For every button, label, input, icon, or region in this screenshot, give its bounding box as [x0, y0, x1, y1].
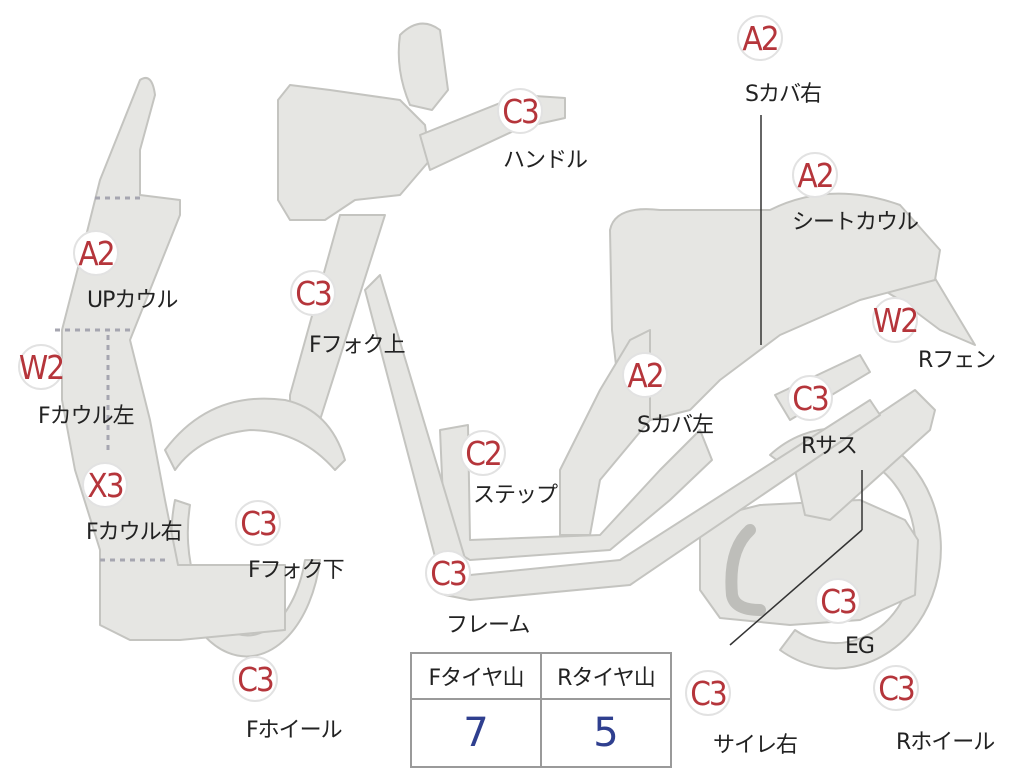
- grade-text: A2: [627, 355, 664, 395]
- front-tire-header: Fタイヤ山: [410, 652, 542, 700]
- grade-text: C3: [240, 503, 278, 543]
- grade-badge-f-cowl-right: X3: [82, 462, 128, 508]
- part-label-r-wheel: Rホイール: [896, 730, 995, 755]
- part-label-r-fender: Rフェン: [918, 348, 996, 373]
- front-fender: [164, 397, 346, 471]
- part-label-f-cowl-left: Fカウル左: [38, 404, 135, 429]
- grade-badge-handle: C3: [497, 88, 543, 134]
- grade-text: C3: [502, 91, 540, 131]
- grade-badge-r-suspension: C3: [787, 375, 833, 421]
- grade-badge-f-fork-upper: C3: [290, 270, 336, 316]
- rear-tire-header: Rタイヤ山: [540, 652, 672, 700]
- grade-badge-f-cowl-left: W2: [18, 344, 65, 390]
- grade-text: A2: [78, 233, 115, 273]
- part-label-r-suspension: Rサス: [801, 434, 858, 459]
- part-label-s-cover-right: Sカバ右: [745, 82, 822, 107]
- rear-tire: [769, 427, 942, 670]
- part-label-f-fork-upper: Fフォク上: [309, 333, 406, 358]
- part-label-f-cowl-right: Fカウル右: [86, 520, 183, 545]
- part-label-up-cowl: UPカウル: [87, 288, 178, 313]
- grade-text: C3: [430, 553, 468, 593]
- part-label-seat-cowl: シートカウル: [792, 210, 919, 235]
- part-label-muffler-right: サイレ右: [713, 733, 798, 758]
- grade-text: C2: [465, 433, 503, 473]
- tire-table-value-row: 7 5: [410, 698, 672, 768]
- rear-suspension: [794, 389, 936, 521]
- grade-badge-s-cover-right: A2: [737, 15, 783, 61]
- grade-text: W2: [18, 347, 65, 387]
- grade-text: C3: [820, 581, 858, 621]
- grade-text: W2: [872, 300, 919, 340]
- part-label-f-wheel: Fホイール: [246, 718, 343, 743]
- grade-badge-s-cover-left: A2: [622, 352, 668, 398]
- grade-badge-engine: C3: [815, 578, 861, 624]
- mirror: [397, 22, 449, 111]
- front-tire-value: 7: [410, 698, 542, 768]
- part-label-frame: フレーム: [446, 613, 530, 638]
- grade-text: A2: [797, 155, 834, 195]
- tire-tread-table: Fタイヤ山 Rタイヤ山 7 5: [410, 652, 672, 768]
- part-label-f-fork-lower: Fフォク下: [248, 558, 345, 583]
- grade-badge-muffler-right: C3: [685, 670, 731, 716]
- grade-text: A2: [742, 18, 779, 58]
- grade-text: C3: [295, 273, 333, 313]
- grade-badge-up-cowl: A2: [73, 230, 119, 276]
- part-label-s-cover-left: Sカバ左: [637, 413, 714, 438]
- grade-text: C3: [237, 659, 275, 699]
- muffler-tube: [725, 524, 766, 616]
- tire-table-header-row: Fタイヤ山 Rタイヤ山: [410, 652, 672, 700]
- grade-badge-step: C2: [460, 430, 506, 476]
- grade-badge-seat-cowl: A2: [792, 152, 838, 198]
- main-frame: [364, 274, 881, 601]
- part-label-handle: ハンドル: [503, 148, 588, 173]
- rear-tire-value: 5: [540, 698, 672, 768]
- grade-badge-f-fork-lower: C3: [235, 500, 281, 546]
- part-label-engine: EG: [845, 634, 875, 659]
- front-cowl: [61, 76, 286, 641]
- grade-text: C3: [792, 378, 830, 418]
- handlebar-housing: [277, 84, 431, 221]
- front-fork: [289, 214, 386, 426]
- grade-text: C3: [878, 668, 916, 708]
- grade-badge-r-fender: W2: [872, 297, 919, 343]
- grade-text: C3: [690, 673, 728, 713]
- grade-badge-frame: C3: [425, 550, 471, 596]
- part-label-step: ステップ: [473, 483, 558, 508]
- grade-badge-f-wheel: C3: [232, 656, 278, 702]
- grade-text: X3: [87, 465, 124, 505]
- grade-badge-r-wheel: C3: [873, 665, 919, 711]
